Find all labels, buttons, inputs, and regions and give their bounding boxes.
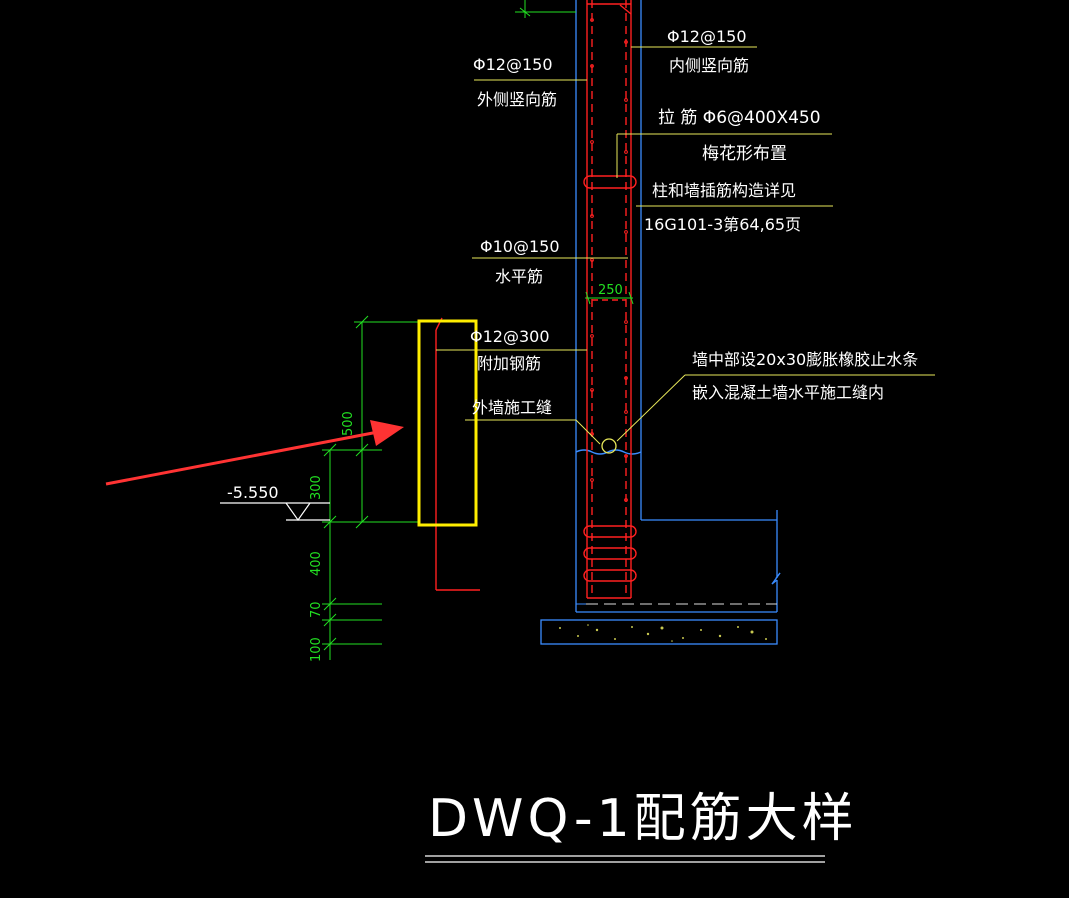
waterstop-icon <box>601 438 617 454</box>
inner-vertical-name: 内侧竖向筋 <box>669 56 749 75</box>
horizontal-name: 水平筋 <box>495 267 543 286</box>
elevation-label: -5.550 <box>227 483 279 502</box>
additional-spec: Φ12@300 <box>470 327 550 346</box>
annotation-arrow <box>105 420 404 486</box>
vertical-dimension-chain <box>322 315 420 660</box>
dimension-500: 500 <box>341 411 356 436</box>
base-slab <box>540 619 778 645</box>
horizontal-spec: Φ10@150 <box>480 237 560 256</box>
wall-outline <box>575 0 781 613</box>
drawing-title: DWQ-1配筋大样 <box>428 789 858 849</box>
dimension-400: 400 <box>309 551 324 576</box>
outer-vertical-spec: Φ12@150 <box>473 55 553 74</box>
dimension-300: 300 <box>309 475 324 500</box>
column-ref-2: 16G101-3第64,65页 <box>644 215 801 234</box>
additional-name: 附加钢筋 <box>477 354 541 373</box>
dimension-70: 70 <box>309 601 324 618</box>
outer-vertical-name: 外侧竖向筋 <box>477 90 557 109</box>
waterstop-label-2: 嵌入混凝土墙水平施工缝内 <box>692 383 884 402</box>
tie-bar-layout: 梅花形布置 <box>702 144 787 164</box>
elevation-marker <box>220 502 330 522</box>
top-dimension-tick <box>515 0 576 18</box>
wall-thickness-dimension <box>585 291 634 305</box>
highlight-box <box>417 319 478 527</box>
waterstop-label-1: 墙中部设20x30膨胀橡胶止水条 <box>692 350 918 369</box>
inner-vertical-spec: Φ12@150 <box>667 27 747 46</box>
dimension-100: 100 <box>309 637 324 662</box>
tie-bar-spec: 拉 筋 Φ6@400X450 <box>658 108 821 128</box>
construction-joint-label: 外墙施工缝 <box>472 398 552 417</box>
column-ref-1: 柱和墙插筋构造详见 <box>652 181 796 200</box>
wall-thickness-label: 250 <box>598 283 623 298</box>
leader-lines <box>436 46 935 445</box>
